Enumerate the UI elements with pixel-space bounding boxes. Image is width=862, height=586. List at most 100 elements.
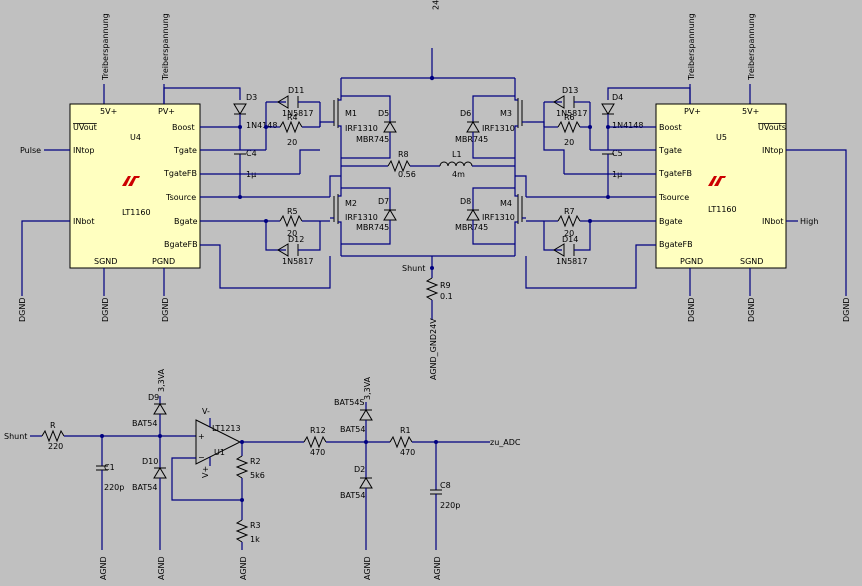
net-treiber-labels: Treiberspannung Treiberspannung Treibers… xyxy=(101,13,756,104)
u4-pin-bgatefb: BgateFB xyxy=(164,240,198,249)
c1-ref: C1 xyxy=(104,463,115,472)
u5-ref: U5 xyxy=(716,133,727,142)
d5-ref: D5 xyxy=(378,109,389,118)
d7-ref: D7 xyxy=(378,197,389,206)
u5-pin-bgate: Bgate xyxy=(659,217,683,226)
d2-ref: D2 xyxy=(354,465,365,474)
net-high: High DGND DGND DGND xyxy=(687,149,851,322)
left-bgate-network: R5 20 D12 1N5817 xyxy=(200,207,331,289)
m1-ref: M1 xyxy=(345,109,357,118)
mosfet-m3: M3 IRF1310 xyxy=(482,78,526,170)
r12-val: 470 xyxy=(310,448,325,457)
d7-val: MBR745 xyxy=(356,223,389,232)
r12-ref: R12 xyxy=(310,426,326,435)
d6-val: MBR745 xyxy=(455,135,488,144)
r6-val: 20 xyxy=(564,138,574,147)
net-24v: 24V xyxy=(341,0,515,81)
net-shunt-top: Shunt R9 0.1 AGND_GND24V xyxy=(341,255,515,380)
net-label-agnd-5: AGND xyxy=(433,556,442,580)
u5-pin-sgnd: SGND xyxy=(740,257,763,266)
d11-val: 1N5817 xyxy=(282,109,313,118)
net-label-shunt-top: Shunt xyxy=(402,264,425,273)
u1-vminus: V- xyxy=(202,407,210,416)
d2-val: BAT54 xyxy=(340,491,365,500)
d10-ref: D10 xyxy=(142,457,158,466)
net-label-agnd-gnd24v: AGND_GND24V xyxy=(429,318,438,380)
r3-val: 1k xyxy=(250,535,260,544)
d4-val: 1N4148 xyxy=(612,121,643,130)
net-label-zu-adc: zu_ADC xyxy=(490,438,521,447)
net-label-dgnd-4: DGND xyxy=(687,297,696,322)
diode-d5: D5 MBR745 xyxy=(341,95,397,159)
d3-val: 1N4148 xyxy=(246,121,277,130)
u4-pin-pv: PV+ xyxy=(158,107,175,116)
capacitor-c8: C8 220p AGND xyxy=(430,442,460,580)
u5-pin-inbot: INbot xyxy=(762,217,783,226)
l1-val: 4m xyxy=(452,170,465,179)
d13-val: 1N5817 xyxy=(556,109,587,118)
u4-pin-tgate: Tgate xyxy=(173,146,197,155)
mosfet-m4: M4 IRF1310 xyxy=(482,170,526,256)
r-ref: R xyxy=(50,421,56,430)
u4-pin-5v: 5V+ xyxy=(100,107,117,116)
diode-d7: D7 MBR745 xyxy=(341,187,397,245)
c1-val: 220p xyxy=(104,483,124,492)
resistor-r1: R1 470 zu_ADC xyxy=(389,426,521,457)
r1-val: 470 xyxy=(400,448,415,457)
r4-ref: R4 xyxy=(287,113,298,122)
u4-pin-boost: Boost xyxy=(172,123,195,132)
svg-text:−: − xyxy=(198,453,205,462)
u5-pin-tgate: Tgate xyxy=(658,146,682,155)
net-label-treiber-2: Treiberspannung xyxy=(161,13,170,81)
u4-pin-tgatefb: TgateFB xyxy=(163,169,197,178)
feedback-divider: R2 5k6 R3 1k AGND xyxy=(235,442,265,580)
input-stage: Shunt R 220 xyxy=(4,421,196,451)
net-label-high: High xyxy=(800,217,818,226)
clamp-bat54s: 3,3VA BAT54S BAT54 D2 BAT54 AGND xyxy=(334,376,373,580)
u5-pin-5v: 5V+ xyxy=(742,107,759,116)
net-label-treiber-3: Treiberspannung xyxy=(687,13,696,81)
clamp-d9-d10: 3,3VA D9 BAT54 D10 BAT54 AGND xyxy=(132,368,167,580)
d12-val: 1N5817 xyxy=(282,257,313,266)
u1-val: LT1213 xyxy=(212,424,241,433)
r9-val: 0.1 xyxy=(440,292,453,301)
u4-ref: U4 xyxy=(130,133,141,142)
u4-part: LT1160 xyxy=(122,208,151,217)
u5-pin-pv: PV+ xyxy=(684,107,701,116)
net-label-33va-1: 3,3VA xyxy=(157,368,166,392)
net-label-33va-2: 3,3VA xyxy=(363,376,372,400)
m4-val: IRF1310 xyxy=(482,213,515,222)
net-label-agnd-4: AGND xyxy=(363,556,372,580)
m4-ref: M4 xyxy=(500,199,512,208)
r4-val: 20 xyxy=(287,138,297,147)
c8-ref: C8 xyxy=(440,481,451,490)
left-tgate-network: D11 1N5817 R4 20 xyxy=(200,86,330,175)
r2-ref: R2 xyxy=(250,457,261,466)
d8-ref: D8 xyxy=(460,197,471,206)
r1-ref: R1 xyxy=(400,426,411,435)
u4-pin-inbot: INbot xyxy=(73,217,94,226)
svg-text:+: + xyxy=(198,432,205,441)
net-label-dgnd-1: DGND xyxy=(18,297,27,322)
net-label-shunt-in: Shunt xyxy=(4,432,27,441)
chip-u5: PV+ 5V+ UVouts INtop INbot Boost Tgate T… xyxy=(655,103,787,269)
r7-val: 20 xyxy=(564,229,574,238)
u5-pin-intop: INtop xyxy=(762,146,783,155)
net-label-treiber-4: Treiberspannung xyxy=(747,13,756,81)
m2-ref: M2 xyxy=(345,199,357,208)
r8-ref: R8 xyxy=(398,150,409,159)
m3-val: IRF1310 xyxy=(482,124,515,133)
right-bgate-network: R7 20 D14 1N5817 xyxy=(515,175,656,289)
u4-pin-bgate: Bgate xyxy=(174,217,198,226)
u4-pin-uvout: UVout xyxy=(73,123,97,132)
c4-ref: C4 xyxy=(246,149,257,158)
m2-val: IRF1310 xyxy=(345,213,378,222)
d11-ref: D11 xyxy=(288,86,304,95)
u4-pin-tsource: Tsource xyxy=(165,193,196,202)
diode-d8: D8 MBR745 xyxy=(455,187,515,245)
d4-ref: D4 xyxy=(612,93,623,102)
resistor-r8: R8 0.56 xyxy=(341,150,440,179)
r8-val: 0.56 xyxy=(398,170,416,179)
inductor-l1: L1 4m xyxy=(439,150,515,179)
u4-pin-sgnd: SGND xyxy=(94,257,117,266)
